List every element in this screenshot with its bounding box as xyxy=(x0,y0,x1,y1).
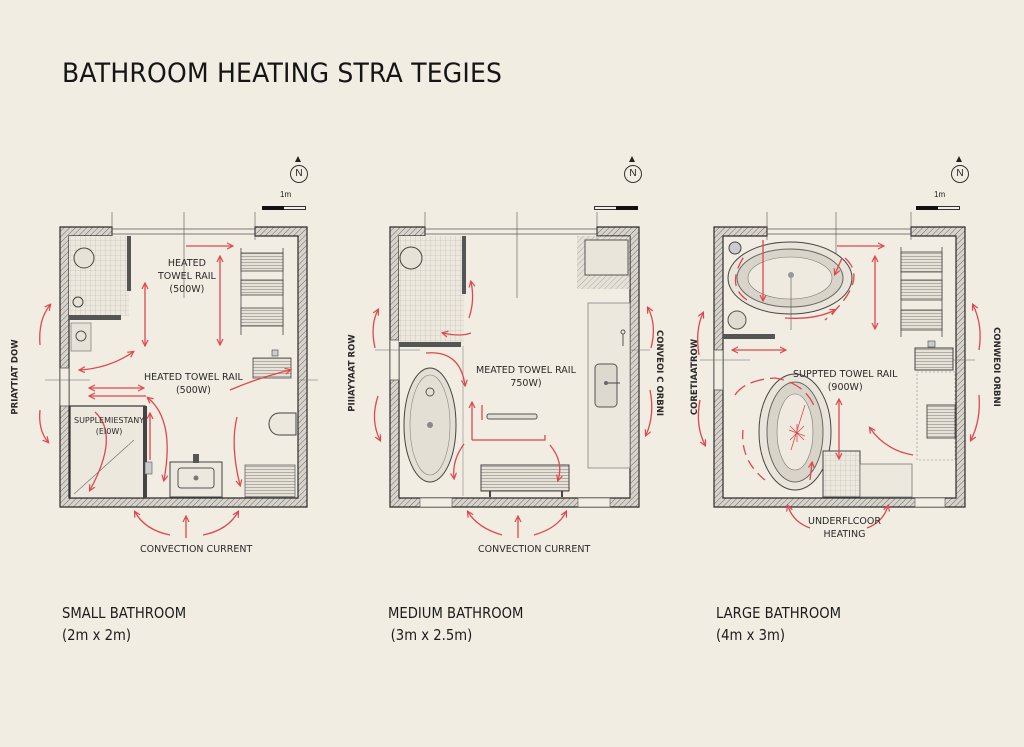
small-mid-heater-label: HEATED TOWEL RAIL (500W) xyxy=(144,372,243,396)
small-supplementary-heater-label: SUPPLEMIESTANY (EI0W) xyxy=(74,416,145,436)
caption-size: (3m x 2.5m) xyxy=(390,626,473,644)
north-compass-icon: N xyxy=(624,165,642,183)
small-top-heater-label: HEATED TOWEL RAIL (500W) xyxy=(158,258,216,295)
large-left-side-label: CORETIAATROW xyxy=(690,338,701,416)
scale-bar: 1m xyxy=(916,190,960,211)
small-bathroom-caption: SMALL BATHROOM (2m x 2m) xyxy=(62,602,186,646)
caption-size: (2m x 2m) xyxy=(62,626,132,644)
caption-size: (4m x 3m) xyxy=(716,626,786,644)
scale-bar xyxy=(594,201,638,211)
small-floorplan-drawing xyxy=(39,212,318,538)
north-arrow-icon xyxy=(629,156,635,162)
medium-bottom-label: CONVECTION CURRENT xyxy=(478,544,591,555)
large-mid-heater-label: SUPPTED TOWEL RAIL (900W) xyxy=(793,369,898,393)
caption-title: SMALL BATHROOM xyxy=(62,604,187,622)
medium-left-side-label: PIIIAYYAAT ROW xyxy=(347,334,358,412)
large-floorplan-drawing xyxy=(697,212,981,529)
large-bathroom-plan: N 1m SUPPTED TOWEL RAIL (900W) CORETIAAT… xyxy=(655,150,1001,570)
small-bathroom-plan: N 1m HEATED TOWEL RAIL (500W) HEATED TOW… xyxy=(0,150,330,570)
north-arrow-icon xyxy=(295,156,301,162)
medium-floorplan-drawing xyxy=(372,212,655,538)
north-arrow-icon xyxy=(956,156,962,162)
large-bottom-label: UNDERFLCOOR HEATING xyxy=(808,516,881,540)
scale-bar: 1m xyxy=(262,190,306,211)
north-compass-icon: N xyxy=(951,165,969,183)
caption-title: LARGE BATHROOM xyxy=(716,604,842,622)
north-compass-icon: N xyxy=(290,165,308,183)
caption-title: MEDIUM BATHROOM xyxy=(388,604,524,622)
medium-bathroom-caption: MEDIUM BATHROOM (3m x 2.5m) xyxy=(388,602,523,646)
small-left-side-label: PRIAYTIAT DOW xyxy=(10,339,21,415)
medium-mid-heater-label: MEATED TOWEL RAIL 750W) xyxy=(476,365,576,389)
large-right-side-label: CONWEOI ORBNI xyxy=(990,327,1001,407)
page-title: BATHROOM HEATING STRA TEGIES xyxy=(62,58,503,89)
large-bathroom-caption: LARGE BATHROOM (4m x 3m) xyxy=(716,602,841,646)
scale-label: 1m xyxy=(934,190,946,199)
medium-bathroom-plan: N MEATED TOWEL RAIL 750W) PIIIAYYAAT ROW… xyxy=(330,150,664,570)
small-bottom-label: CONVECTION CURRENT xyxy=(140,544,253,555)
scale-label: 1m xyxy=(280,190,292,199)
